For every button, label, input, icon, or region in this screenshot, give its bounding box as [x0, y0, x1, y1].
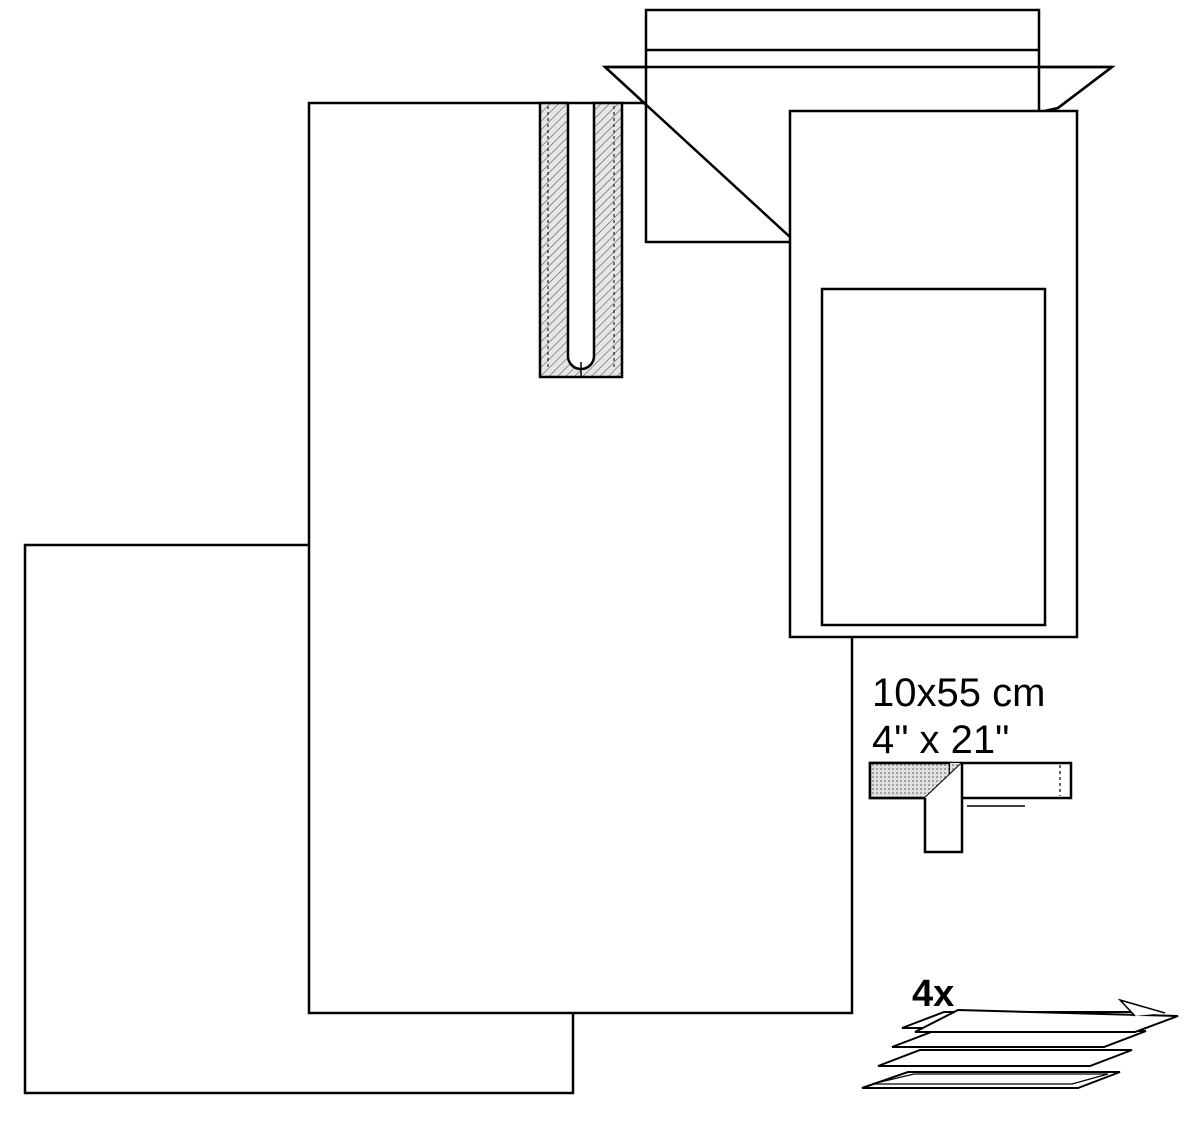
adhesive-tape-strip — [868, 761, 1073, 854]
towel-quantity-label: 4x — [912, 973, 955, 1015]
tape-size-metric-label: 10x55 cm — [872, 671, 1046, 715]
towel-stack — [861, 998, 1179, 1089]
tape-size-imperial-label: 4" x 21" — [872, 718, 1010, 762]
u-slot-adhesive — [538, 101, 624, 379]
split-drape-sheet — [307, 101, 854, 1015]
mayo-stand-cover — [788, 109, 1079, 639]
